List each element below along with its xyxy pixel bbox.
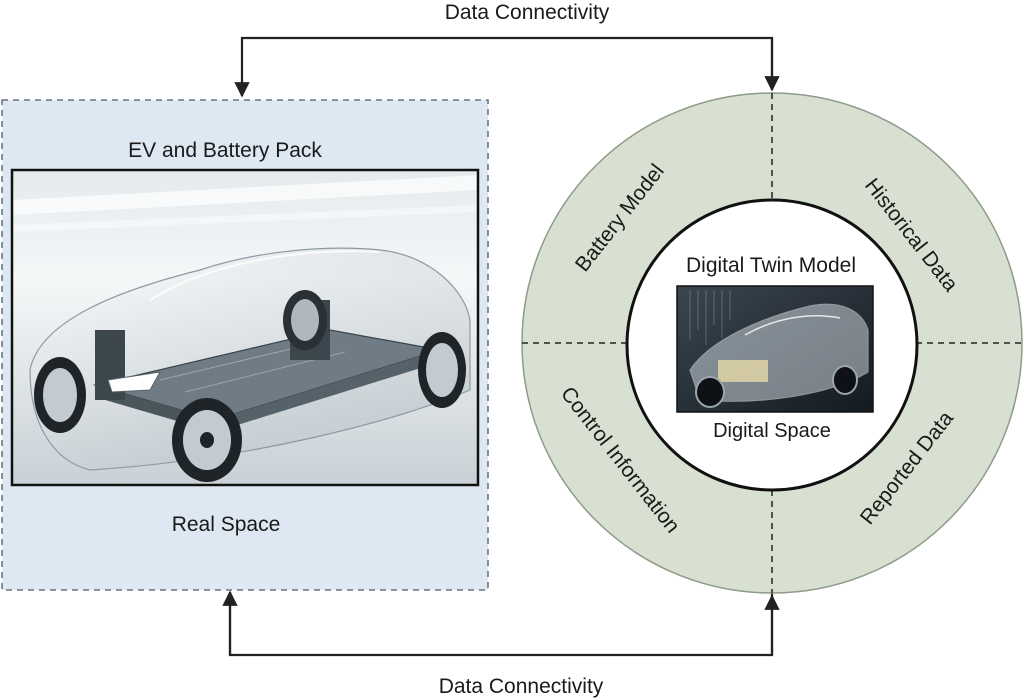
ev-battery-image	[12, 170, 478, 485]
digital-twin-title: Digital Twin Model	[686, 254, 856, 277]
real-space-title: EV and Battery Pack	[128, 139, 322, 162]
bottom-connectivity-arrow	[222, 590, 780, 657]
top-connectivity-label: Data Connectivity	[445, 1, 610, 24]
real-space-panel: EV and Battery Pack	[1, 99, 489, 591]
top-connectivity-arrow	[234, 36, 780, 98]
digital-space-caption: Digital Space	[713, 420, 831, 442]
real-space-caption: Real Space	[172, 513, 281, 536]
digital-twin-image	[677, 286, 873, 412]
bottom-connectivity-label: Data Connectivity	[439, 675, 604, 698]
digital-twin-ring: Battery Model Historical Data Control In…	[521, 92, 1023, 594]
